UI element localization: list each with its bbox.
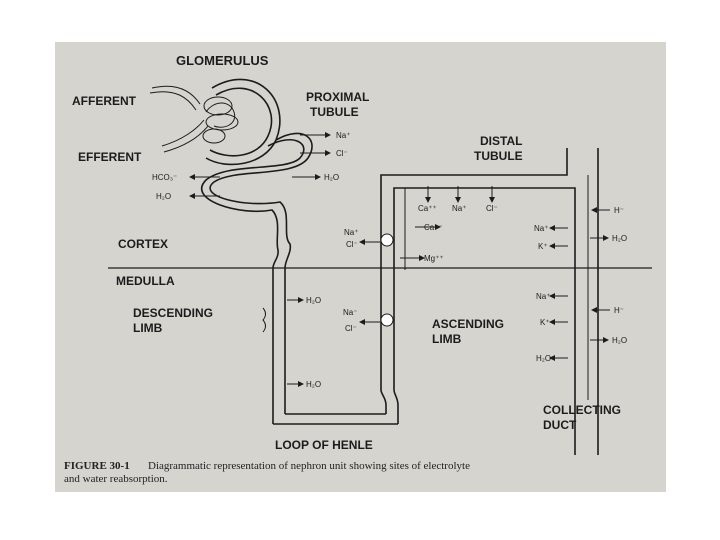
carrier-cortex bbox=[380, 233, 394, 247]
ion-collecting-h-2: H⁻ bbox=[614, 306, 624, 315]
label-distal: DISTAL bbox=[480, 134, 522, 148]
ion-collecting-h2o-1: H₂O bbox=[612, 234, 627, 243]
label-distal-tubule: TUBULE bbox=[474, 149, 523, 163]
ascending-limb-outer bbox=[393, 187, 576, 455]
ion-ascending-na-2: Na⁻ bbox=[343, 308, 357, 317]
bowmans-capsule-outer bbox=[205, 78, 281, 166]
figure-caption-line-2: and water reabsorption. bbox=[64, 473, 168, 485]
ion-collecting-k-2: K⁺ bbox=[540, 318, 550, 327]
proximal-tubule-wall-inner bbox=[201, 138, 305, 269]
carrier-medulla bbox=[380, 313, 394, 327]
ion-ascending-cl-1: Cl⁻ bbox=[346, 240, 358, 249]
ion-collecting-h2o-2: H₂O bbox=[612, 336, 627, 345]
ion-descending-h2o-2: H₂O bbox=[306, 380, 321, 389]
ion-ascending-na-1: Na⁺ bbox=[344, 228, 358, 237]
label-proximal: PROXIMAL bbox=[306, 90, 369, 104]
ion-distal-ca: Ca⁺⁺ bbox=[418, 204, 437, 213]
ion-collecting-h-1: H⁻ bbox=[614, 206, 624, 215]
label-glomerulus: GLOMERULUS bbox=[176, 53, 269, 68]
ion-collecting-k-1: K⁺ bbox=[538, 242, 548, 251]
descending-limb-brace bbox=[262, 307, 266, 333]
efferent-arteriole-wall bbox=[163, 125, 209, 153]
ion-h2o-left: H₂O bbox=[156, 192, 171, 201]
efferent-arteriole bbox=[161, 119, 205, 147]
label-proximal-tubule: TUBULE bbox=[310, 105, 359, 119]
scanned-figure-background bbox=[55, 42, 666, 492]
glomerulus-tuft bbox=[202, 96, 239, 144]
ion-proximal-cl: Cl⁻ bbox=[336, 149, 348, 158]
figure-number: FIGURE 30-1 bbox=[64, 460, 130, 472]
ion-collecting-na-2: Na⁺ bbox=[536, 292, 550, 301]
label-collecting: COLLECTING bbox=[543, 403, 621, 417]
label-collecting-duct: DUCT bbox=[543, 418, 577, 432]
ion-ascending-mg: Mg⁺⁺ bbox=[424, 254, 444, 263]
ion-collecting-h2o-3: H₂O bbox=[536, 354, 551, 363]
ion-ascending-cl-2: Cl⁻ bbox=[345, 324, 357, 333]
ascending-limb-inner bbox=[380, 148, 568, 414]
ion-ascending-ca: Ca⁻⁻ bbox=[424, 223, 443, 232]
ion-distal-cl: Cl⁻ bbox=[486, 204, 498, 213]
label-afferent: AFFERENT bbox=[72, 94, 137, 108]
label-loop-of-henle: LOOP OF HENLE bbox=[275, 438, 373, 452]
afferent-arteriole bbox=[151, 85, 201, 105]
ion-proximal-na: Na⁺ bbox=[336, 131, 350, 140]
bowmans-capsule-inner bbox=[209, 87, 273, 157]
ion-distal-na: Na⁺ bbox=[452, 204, 466, 213]
ion-descending-h2o-1: H₂O bbox=[306, 296, 321, 305]
label-cortex: CORTEX bbox=[118, 237, 168, 251]
label-efferent: EFFERENT bbox=[78, 150, 142, 164]
label-medulla: MEDULLA bbox=[116, 274, 175, 288]
label-descending: DESCENDING bbox=[133, 306, 213, 320]
label-ascending-limb: LIMB bbox=[432, 332, 462, 346]
label-ascending: ASCENDING bbox=[432, 317, 504, 331]
ion-proximal-h2o: H₂O bbox=[324, 173, 339, 182]
afferent-arteriole-wall bbox=[149, 91, 197, 111]
figure-caption-line-1: Diagrammatic representation of nephron u… bbox=[148, 460, 470, 472]
proximal-tubule-wall-outer bbox=[209, 132, 313, 269]
ion-hco3: HCO₃⁻ bbox=[152, 173, 177, 182]
ion-collecting-na-1: Na⁺ bbox=[534, 224, 548, 233]
label-descending-limb: LIMB bbox=[133, 321, 163, 335]
